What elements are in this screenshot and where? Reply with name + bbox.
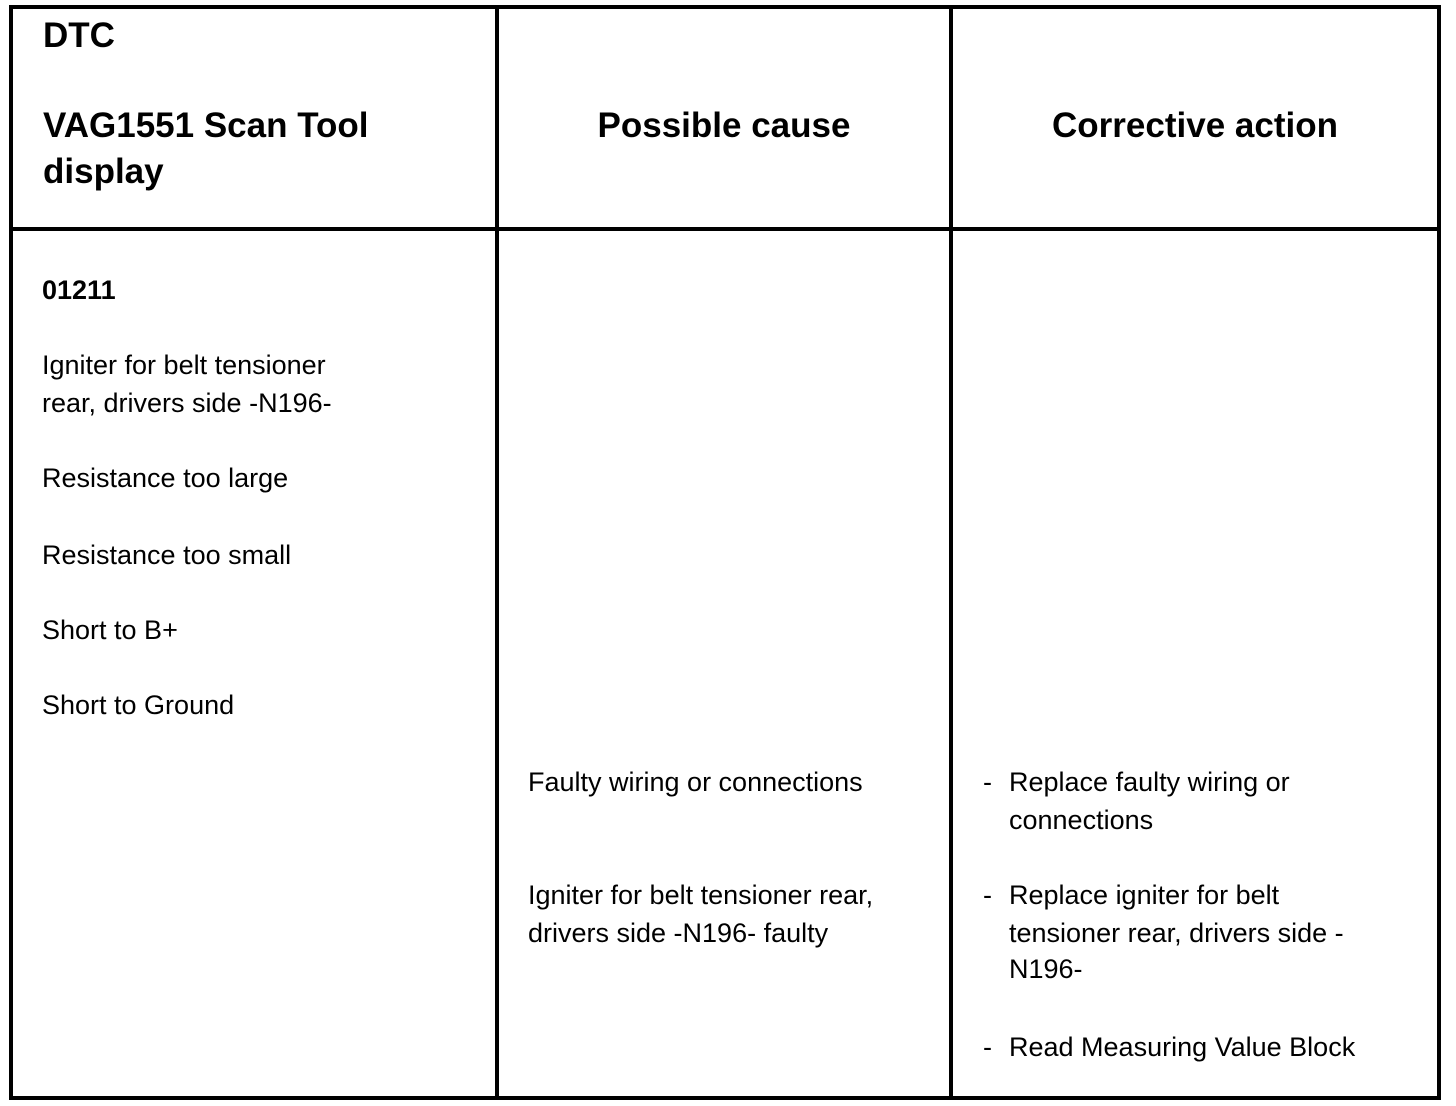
corrective-action-line: connections <box>1009 805 1154 835</box>
column-divider <box>495 9 499 1096</box>
header-scan-tool-label: VAG1551 Scan Tool <box>43 106 369 145</box>
possible-cause-item: Faulty wiring or connections <box>528 767 863 797</box>
corrective-action-line: Replace faulty wiring or <box>1009 767 1290 797</box>
corrective-action-line: Replace igniter for belt <box>1009 880 1280 910</box>
possible-cause-item: Igniter for belt tensioner rear, <box>528 880 874 910</box>
dtc-code: 01211 <box>42 275 116 305</box>
dtc-description-line: Igniter for belt tensioner <box>42 350 326 380</box>
dtc-fault-item: Short to B+ <box>42 615 178 645</box>
column-divider <box>949 9 953 1096</box>
corrective-action-line: N196- <box>1009 954 1083 984</box>
header-corrective-action: Corrective action <box>1052 106 1338 145</box>
dtc-table: DTC VAG1551 Scan Tool display Possible c… <box>9 5 1441 1100</box>
bullet-dash: - <box>983 767 992 797</box>
header-dtc-label: DTC <box>43 16 115 55</box>
bullet-dash: - <box>983 1032 992 1062</box>
header-divider <box>13 227 1437 231</box>
corrective-action-line: tensioner rear, drivers side - <box>1009 918 1344 948</box>
bullet-dash: - <box>983 880 992 910</box>
header-possible-cause: Possible cause <box>597 106 851 145</box>
dtc-fault-item: Resistance too large <box>42 463 289 493</box>
possible-cause-item: drivers side -N196- faulty <box>528 918 829 948</box>
dtc-fault-item: Resistance too small <box>42 540 292 570</box>
corrective-action-line: Read Measuring Value Block <box>1009 1032 1356 1062</box>
dtc-fault-item: Short to Ground <box>42 690 235 720</box>
dtc-description-line: rear, drivers side -N196- <box>42 388 332 418</box>
header-display-label: display <box>43 152 164 191</box>
